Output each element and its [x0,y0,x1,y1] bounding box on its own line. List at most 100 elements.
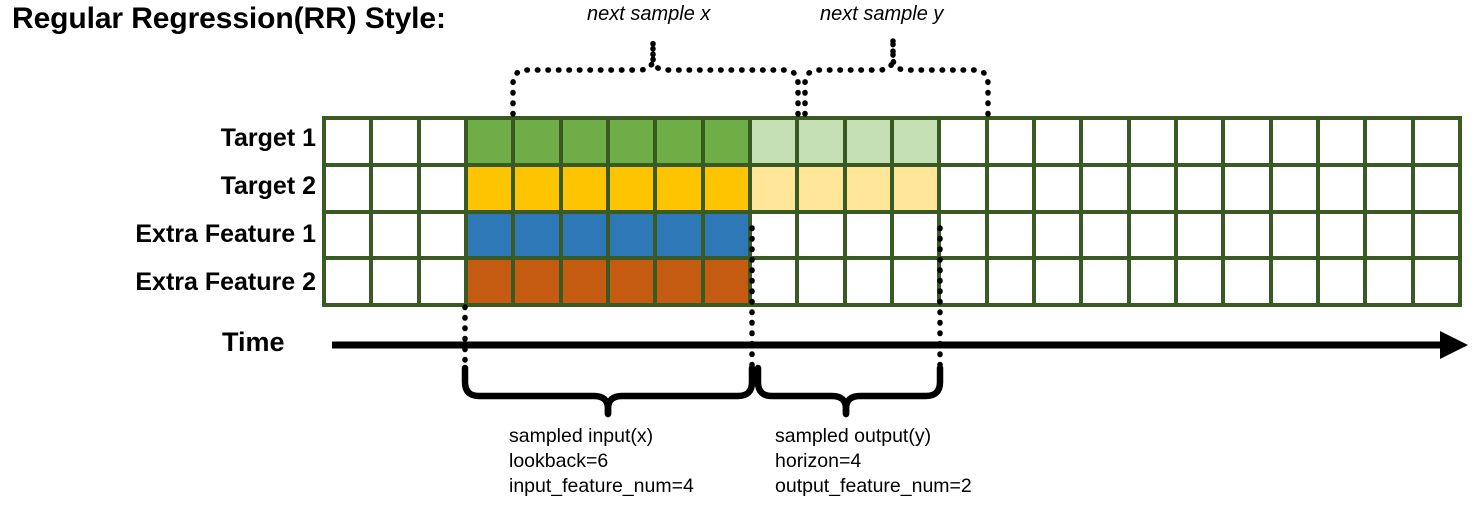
grid-cell-blank [1130,213,1174,257]
grid-cell-blank [1367,166,1411,210]
grid-cell-input [609,120,654,163]
grid-cell-input [704,166,748,210]
grid-cell-blank [988,213,1032,257]
grid-cell-blank [988,166,1032,210]
grid-cell-blank [941,260,985,303]
grid-cell-input [609,260,654,303]
grid-cell-blank [751,260,796,303]
grid-cell-blank [1272,213,1316,257]
sampled-input-caption-line-1: sampled input(x) [509,425,654,447]
grid-cell-blank [1414,166,1458,210]
grid-cell-blank [1083,166,1127,210]
grid-cell-blank [1177,213,1222,257]
grid-cell-input [609,213,654,257]
grid-cell-input [657,120,701,163]
grid-cell-blank [1035,260,1080,303]
grid-cell-input [704,260,748,303]
grid-cell-blank [1414,260,1458,303]
grid-cell-input [515,166,559,210]
sampled-input-caption: sampled input(x) lookback=6 input_featur… [509,424,694,499]
grid-cell-blank [799,260,843,303]
next-sample-x-brace [510,38,801,117]
grid-cell-blank [1225,260,1269,303]
grid-cell-blank [846,213,890,257]
sampled-output-caption: sampled output(y) horizon=4 output_featu… [775,424,972,499]
grid-cell-input [467,260,512,303]
grid-cell-output [893,120,938,163]
grid-cell-output [846,166,890,210]
page-title: Regular Regression(RR) Style: [12,2,446,35]
grid-cell-blank [751,213,796,257]
grid-cell-blank [1414,213,1458,257]
grid-cell-blank [1130,166,1174,210]
grid-cell-input [515,213,559,257]
grid-cell-input [657,166,701,210]
sampled-input-caption-line-3: input_feature_num=4 [509,475,694,497]
grid-cell-blank [1035,166,1080,210]
time-axis-arrow [332,331,1468,359]
grid-cell-blank [1225,166,1269,210]
grid-cell-blank [1414,120,1458,163]
grid-cell-output [799,120,843,163]
grid-cell-output [751,120,796,163]
grid-cell-blank [1272,260,1316,303]
grid-cell-input [657,213,701,257]
sampled-output-caption-line-1: sampled output(y) [775,425,932,447]
grid-cell-input [562,166,606,210]
row-label-target-1: Target 1 [220,124,316,152]
timeseries-grid [322,116,1462,307]
grid-cell-blank [1177,166,1222,210]
grid-cell-blank [1367,260,1411,303]
grid-cell-blank [326,213,370,257]
sampled-input-caption-line-2: lookback=6 [509,450,609,472]
grid-cell-blank [1319,260,1364,303]
grid-cell-input [562,260,606,303]
grid-cell-input [609,166,654,210]
grid-cell-blank [799,213,843,257]
grid-cell-blank [893,260,938,303]
grid-cell-blank [1225,213,1269,257]
grid-cell-blank [1083,260,1127,303]
time-axis-label: Time [222,327,285,357]
grid-cell-blank [326,260,370,303]
grid-cell-input [562,213,606,257]
grid-cell-blank [420,213,464,257]
grid-cell-blank [1272,166,1316,210]
grid-cell-blank [941,166,985,210]
grid-cell-blank [1035,120,1080,163]
grid-cell-blank [1177,120,1222,163]
grid-cell-input [704,213,748,257]
row-label-extra-feature-1: Extra Feature 1 [135,220,316,248]
grid-cell-blank [1083,213,1127,257]
grid-cell-blank [1319,166,1364,210]
grid-cell-blank [1177,260,1222,303]
grid-cell-input [515,260,559,303]
grid-cell-blank [420,120,464,163]
grid-cell-output [751,166,796,210]
grid-cell-blank [1225,120,1269,163]
row-label-extra-feature-2: Extra Feature 2 [135,268,316,296]
grid-cell-blank [1367,213,1411,257]
grid-cell-blank [373,166,417,210]
grid-cell-blank [373,213,417,257]
grid-cell-blank [1272,120,1316,163]
grid-cell-blank [420,166,464,210]
sampled-output-brace [754,364,944,418]
grid-cell-input [562,120,606,163]
grid-cell-blank [373,260,417,303]
grid-cell-blank [1319,120,1364,163]
grid-cell-blank [326,166,370,210]
sampled-input-brace [461,364,756,418]
grid-cell-blank [941,213,985,257]
grid-cell-blank [1367,120,1411,163]
grid-cell-blank [893,213,938,257]
grid-cell-blank [1130,260,1174,303]
grid-cell-blank [1035,213,1080,257]
grid-cell-blank [846,260,890,303]
grid-cell-blank [420,260,464,303]
grid-cell-input [657,260,701,303]
grid-cell-blank [941,120,985,163]
grid-cell-output [893,166,938,210]
grid-cell-blank [988,260,1032,303]
